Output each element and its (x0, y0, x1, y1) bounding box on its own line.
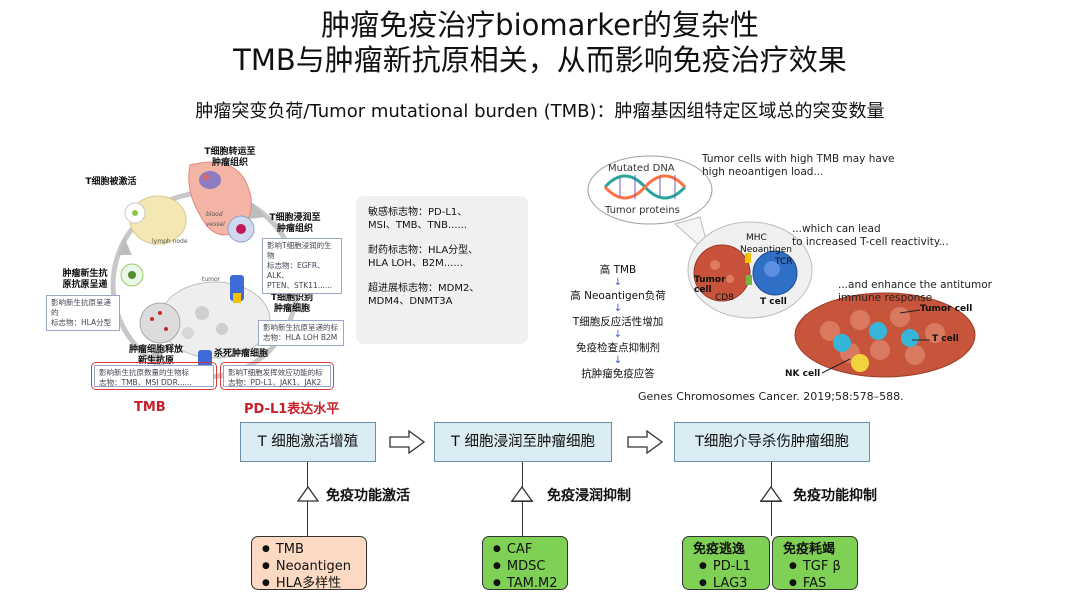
annotation-2: ...which can lead to increased T-cell re… (792, 223, 949, 248)
markers-panel: 敏感标志物：PD-L1、 MSI、TMB、TNB...... 耐药标志物：HLA… (356, 196, 528, 344)
factor-item: MDSC (493, 558, 557, 575)
modifier-activation-label: 免疫功能激活 (326, 488, 410, 504)
flow-item-3: T细胞反应活性增加 (572, 316, 664, 328)
flow-item-1: 高 TMB (599, 264, 637, 276)
t-cell-dot-2 (901, 329, 919, 347)
hyperprogression-markers: 超进展标志物：MDM2、 MDM4、DNMT3A (368, 283, 480, 307)
blood-vessel-label: blood vessel (206, 211, 225, 228)
flow-arrow-icon: ↓ (613, 329, 623, 340)
flow-item-5: 抗肿瘤免疫应答 (581, 368, 655, 380)
reference-citation: Genes Chromosomes Cancer. 2019;58:578–58… (638, 390, 904, 403)
page-subtitle: 肿瘤突变负荷/Tumor mutational burden (TMB)：肿瘤基… (195, 101, 885, 122)
flow-arrow-icon: ↓ (613, 355, 623, 366)
immunity-cycle-diagram: T细胞转运至 肿瘤组织 T细胞被激活 T细胞浸润至 肿瘤组织 肿瘤新生抗 原抗原… (40, 135, 350, 435)
tcr-label: TCR (775, 257, 793, 267)
step-release-label: 肿瘤细胞释放 新生抗原 (128, 345, 183, 366)
step-recognize-label: T细胞识别 肿瘤细胞 (270, 293, 314, 314)
info-release: 影响新生抗原数量的生物标 志物：TMB、MSI DDR...... (94, 365, 214, 387)
stage-activation: T 细胞激活增殖 (240, 422, 376, 462)
resistant-markers: 耐药标志物：HLA分型、 HLA LOH、B2M...... (368, 245, 479, 269)
step-presentation-label: 肿瘤新生抗 原抗原呈递 (62, 269, 108, 290)
tumor-cell-shape (693, 244, 751, 302)
immune-exhaustion-title: 免疫耗竭 (783, 542, 836, 557)
tumor-cell-label-2: Tumor cell (920, 304, 973, 314)
tmb-label: TMB (134, 400, 166, 415)
flow-arrow-icon: ↓ (613, 277, 623, 288)
infiltration-factors-box: CAF MDSC TAM.M2 (482, 536, 568, 592)
factor-item: TMB (262, 541, 356, 558)
right-arrow-icon (389, 430, 425, 454)
step-transport-label: T细胞转运至 肿瘤组织 (204, 147, 256, 168)
tumor-proteins-label: Tumor proteins (605, 205, 680, 216)
neoantigen-label: Neoantigen (740, 245, 792, 255)
stage-infiltration: T 细胞浸润至肿瘤细胞 (434, 422, 612, 462)
cycle-arrowhead-1 (248, 203, 266, 219)
t-cell-label: T cell (760, 297, 787, 307)
page-title: 肿瘤免疫治疗biomarker的复杂性 (321, 8, 759, 42)
tmb-illustration: Mutated DNA Tumor proteins Tumor cells w… (560, 145, 1060, 385)
factor-item: TAM.M2 (493, 575, 558, 592)
flow-item-4: 免疫检查点抑制剂 (576, 342, 660, 354)
annotation-3: ...and enhance the antitumor immune resp… (838, 279, 992, 304)
mutated-dna-label: Mutated DNA (608, 163, 675, 174)
factor-item: LAG3 (699, 575, 759, 592)
info-recognize: 影响新生抗原呈递的标 志物：HLA LOH B2M (258, 320, 344, 346)
t-cell-dot-1 (869, 322, 887, 340)
immune-escape-title: 免疫逃逸 (693, 542, 746, 557)
cycle-arrowhead-3 (148, 349, 164, 365)
modifier-infiltration-label: 免疫浸润抑制 (547, 488, 631, 504)
t-cell-label-2: T cell (932, 334, 959, 344)
triangle-icon (297, 486, 319, 502)
tumor-cell-label: Tumor cell (694, 275, 726, 295)
flow-arrow-icon: ↓ (613, 303, 623, 314)
cycle-arrowhead-4 (118, 237, 132, 255)
tmb-flow: 高 TMB ↓ 高 Neoantigen负荷 ↓ T细胞反应活性增加 ↓ 免疫检… (558, 262, 678, 381)
factor-item: CAF (493, 541, 557, 558)
activation-factors-box: TMB Neoantigen HLA多样性 (251, 536, 367, 592)
info-kill: 影响T细胞发挥效应功能的标 志物：PD-L1、JAK1、JAK2 (223, 365, 331, 387)
illustration-graphic (587, 155, 976, 378)
tmb-frame: 影响新生抗原数量的生物标 志物：TMB、MSI DDR...... (91, 362, 217, 390)
step-activate-label: T细胞被激活 (85, 177, 137, 187)
modifier-suppression-label: 免疫功能抑制 (793, 488, 877, 504)
page-title-line2: TMB与肿瘤新抗原相关，从而影响免疫治疗效果 (233, 43, 847, 77)
immune-escape-box: 免疫逃逸 PD-L1 LAG3 (682, 536, 770, 592)
lymph-node-label: lymph node (152, 238, 188, 245)
factor-item: Neoantigen (262, 558, 356, 575)
step-kill-label: 杀死肿瘤细胞 (213, 349, 268, 359)
pdl1-label: PD-L1表达水平 (244, 402, 340, 417)
factor-item: TGF β (789, 558, 847, 575)
nk-cell-dot (851, 354, 869, 372)
mhc-label: MHC (746, 233, 767, 243)
factor-item: PD-L1 (699, 558, 759, 575)
sensitive-markers: 敏感标志物：PD-L1、 MSI、TMB、TNB...... (368, 207, 468, 231)
triangle-bar-icon (511, 486, 533, 502)
factor-item: HLA多样性 (262, 575, 356, 592)
flow-item-2: 高 Neoantigen负荷 (570, 290, 666, 302)
info-presentation: 影响新生抗原呈递的 标志物：HLA分型 (46, 295, 120, 331)
cd8-label: CD8 (715, 293, 734, 303)
tumor-label: tumor (202, 276, 221, 283)
pdl1-frame: 影响T细胞发挥效应功能的标 志物：PD-L1、JAK1、JAK2 (220, 362, 334, 390)
dying-tumor-cell (139, 302, 181, 344)
t-cell-dot-3 (833, 334, 851, 352)
annotation-1: Tumor cells with high TMB may have high … (702, 153, 895, 178)
info-infiltrate: 影响T细胞浸润的生物 标志物：EGFR、ALK、 PTEN、STK11.....… (262, 238, 342, 294)
immune-exhaustion-box: 免疫耗竭 TGF β FAS (772, 536, 858, 592)
triangle-bar-icon (760, 486, 782, 502)
factor-item: FAS (789, 575, 847, 592)
nk-cell-label: NK cell (785, 369, 821, 379)
step-infiltrate-label: T细胞浸润至 肿瘤组织 (269, 213, 321, 234)
stage-killing: T细胞介导杀伤肿瘤细胞 (674, 422, 870, 462)
right-arrow-icon (627, 430, 663, 454)
